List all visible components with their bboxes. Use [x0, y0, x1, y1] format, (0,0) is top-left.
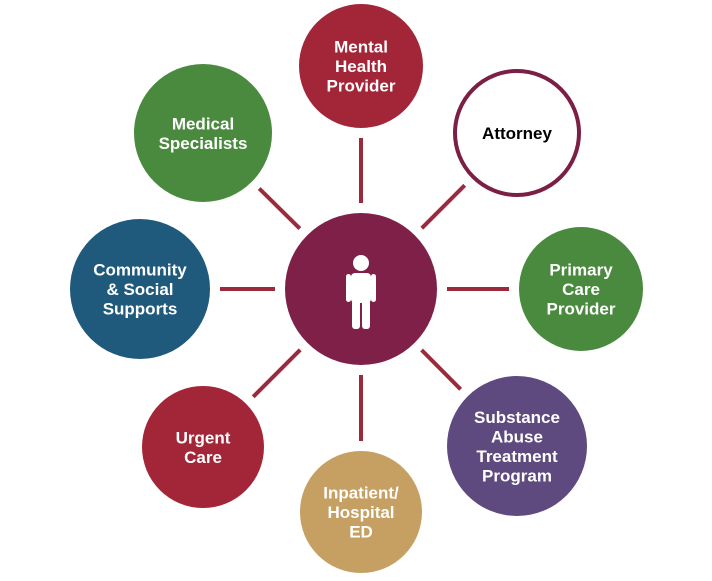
node-circle-mental-health-provider: [299, 4, 423, 128]
node-label-line: Specialists: [159, 134, 248, 153]
node-circle-inpatient-hospital-ed: [300, 451, 422, 573]
node-label-line: Mental: [334, 38, 388, 57]
node-circle-attorney: [453, 69, 581, 197]
node-circle-substance-abuse-treatment-program: [447, 376, 587, 516]
node-circle-primary-care-provider: [519, 227, 643, 351]
node-label-line: Primary: [549, 261, 613, 280]
node-label-line: Supports: [103, 300, 178, 319]
node-label-line: Medical: [172, 114, 234, 133]
node-label-line: Provider: [327, 77, 396, 96]
connector-medical-specialists: [257, 187, 302, 231]
node-circle-community-social-supports: [70, 219, 210, 359]
connector-attorney: [420, 183, 467, 230]
node-attorney: Attorney: [453, 69, 581, 197]
node-label-line: ED: [349, 523, 373, 542]
node-label-line: Care: [562, 280, 600, 299]
node-label-line: Urgent: [176, 428, 231, 447]
node-label-line: Substance: [474, 408, 560, 427]
connectors: [220, 138, 509, 441]
connector-substance-abuse-treatment-program: [420, 348, 463, 391]
node-label-attorney: Attorney: [482, 124, 552, 143]
person-icon: [346, 255, 376, 329]
node-label-line: Program: [482, 466, 552, 485]
node-label-line: Care: [184, 448, 222, 467]
node-label-line: & Social: [106, 280, 173, 299]
connector-urgent-care: [251, 348, 302, 399]
node-label-line: Inpatient/: [323, 484, 399, 503]
node-label-line: Attorney: [482, 124, 552, 143]
node-circle-medical-specialists: [134, 64, 272, 202]
node-label-line: Hospital: [327, 503, 394, 522]
node-label-line: Treatment: [476, 447, 558, 466]
node-label-line: Abuse: [491, 427, 543, 446]
node-label-line: Health: [335, 57, 387, 76]
node-label-line: Community: [93, 261, 187, 280]
node-circle-urgent-care: [142, 386, 264, 508]
node-label-line: Provider: [547, 300, 616, 319]
